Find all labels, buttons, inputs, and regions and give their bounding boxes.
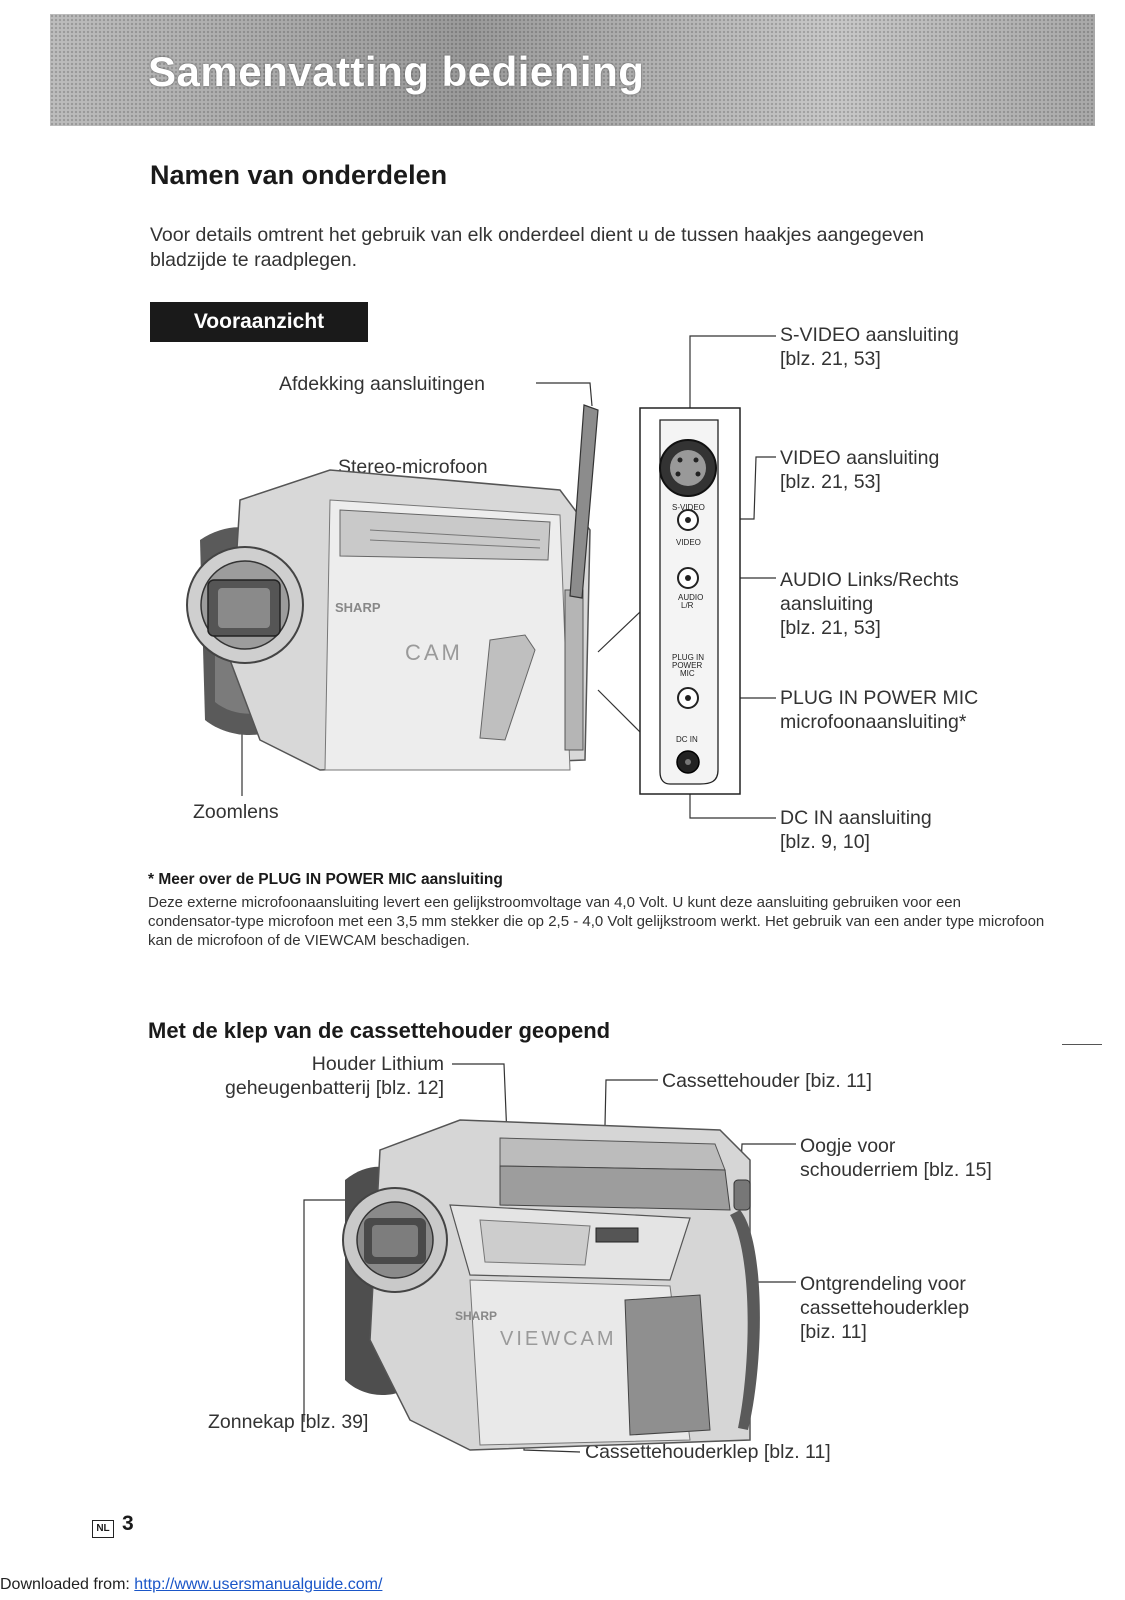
label-cassette-holder: Cassettehouder [biz. 11]: [662, 1070, 872, 1092]
download-footer: Downloaded from: http://www.usersmanualg…: [0, 1576, 383, 1593]
panel-label-svideo: S-VIDEO: [672, 503, 705, 512]
intro-text: Voor details omtrent het gebruik van elk…: [150, 224, 925, 271]
label-plugin-mic: PLUG IN POWER MIC microfoonaansluiting*: [780, 687, 979, 733]
section-title-parts: Namen van onderdelen: [150, 160, 448, 190]
camera-model-open: VIEWCAM: [500, 1328, 617, 1350]
label-dcin: DC IN aansluiting [blz. 9, 10]: [780, 807, 932, 853]
label-svideo: S-VIDEO aansluiting [blz. 21, 53]: [780, 324, 959, 370]
leader-hood: [303, 1199, 360, 1422]
camera-open: SHARP VIEWCAM: [342, 1119, 760, 1451]
camera-brand-open: SHARP: [455, 1309, 497, 1323]
mic-grille: [339, 509, 551, 561]
label-video: VIDEO aansluiting [blz. 21, 53]: [780, 447, 940, 493]
margin-mark: [1062, 1044, 1102, 1045]
camera-brand-front: SHARP: [335, 600, 381, 615]
label-release: Ontgrendeling voor cassettehouderklep [b…: [800, 1273, 970, 1343]
note-body: Deze externe microfoonaansluiting levert…: [148, 894, 1045, 949]
label-stereo-mic: Stereo-microfoon: [338, 456, 488, 478]
download-link[interactable]: http://www.usersmanualguide.com/: [134, 1576, 383, 1593]
header-banner: Samenvatting bediening: [50, 14, 1095, 126]
label-cassette-door: Cassettehouderklep [blz. 11]: [585, 1441, 831, 1463]
leader-svideo: [689, 335, 776, 440]
page-title: Samenvatting bediening: [148, 48, 645, 95]
label-cover: Afdekking aansluitingen: [279, 373, 485, 395]
note-title: * Meer over de PLUG IN POWER MIC aanslui…: [148, 871, 503, 888]
front-view-badge: Vooraanzicht: [150, 302, 368, 342]
connector-cover-flap: [569, 404, 599, 599]
page-number: 3: [122, 1512, 134, 1535]
leader-panel-bottom: [597, 689, 641, 733]
label-strap-eyelet: Oogje voor schouderriem [blz. 15]: [800, 1135, 992, 1181]
label-sun-hood: Zonnekap [blz. 39]: [208, 1411, 369, 1433]
language-badge: NL: [92, 1520, 114, 1538]
open-view-diagram: SHARP VIEWCAM: [303, 1063, 796, 1453]
label-audio: AUDIO Links/Rechts aansluiting [blz. 21,…: [780, 569, 959, 639]
panel-label-video: VIDEO: [676, 538, 701, 547]
section-title-open: Met de klep van de cassettehouder geopen…: [148, 1018, 611, 1043]
leader-cover: [536, 382, 593, 407]
door-release: [595, 1227, 639, 1243]
leader-panel-top: [597, 611, 641, 653]
panel-label-dcin: DC IN: [676, 735, 698, 744]
label-zoomlens: Zoomlens: [193, 801, 279, 823]
camera-front: SHARP CAM: [186, 404, 599, 771]
label-battery: Houder Lithium geheugenbatterij [blz. 12…: [225, 1053, 444, 1099]
camera-model-front: CAM: [405, 640, 463, 665]
strap-eyelet: [733, 1179, 751, 1211]
